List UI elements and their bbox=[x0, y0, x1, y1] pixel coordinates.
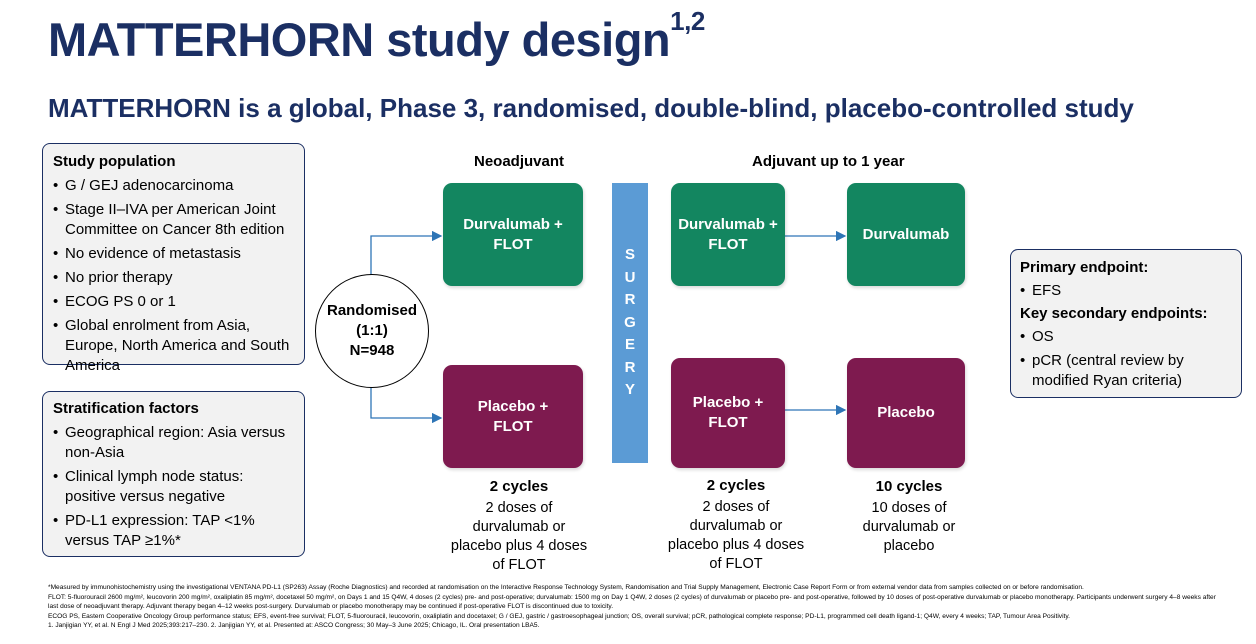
surgery-letter: Y bbox=[624, 381, 635, 399]
secondary-endpoint-item: pCR (central review by modified Ryan cri… bbox=[1020, 351, 1231, 391]
stratification-item: PD-L1 expression: TAP <1% versus TAP ≥1%… bbox=[53, 511, 294, 551]
study-population-item: G / GEJ adenocarcinoma bbox=[53, 176, 294, 196]
stratification-item: Geographical region: Asia versus non-Asi… bbox=[53, 423, 294, 463]
neo-durvalumab-flot-box: Durvalumab + FLOT bbox=[443, 183, 583, 286]
primary-endpoint-item: EFS bbox=[1020, 281, 1231, 301]
stratification-heading: Stratification factors bbox=[53, 400, 199, 417]
footnote-3: ECOG PS, Eastern Cooperative Oncology Gr… bbox=[48, 612, 1071, 620]
stratification-panel: Stratification factors Geographical regi… bbox=[42, 391, 305, 557]
page-subtitle: MATTERHORN is a global, Phase 3, randomi… bbox=[48, 93, 1134, 123]
neo-cycles: 2 cycles 2 doses of durvalumab or placeb… bbox=[450, 478, 588, 573]
adj-mono-cycles: 10 cycles 10 doses of durvalumab or plac… bbox=[862, 478, 956, 554]
surgery-letter: R bbox=[624, 358, 636, 376]
title-superscript: 1,2 bbox=[670, 6, 705, 36]
stratification-item: Clinical lymph node status: positive ver… bbox=[53, 467, 294, 507]
secondary-endpoint-list: OS pCR (central review by modified Ryan c… bbox=[1020, 327, 1231, 391]
adj-placebo-flot-box: Placebo + FLOT bbox=[671, 358, 785, 468]
study-population-heading: Study population bbox=[53, 153, 176, 170]
footnotes: *Measured by immunohistochemistry using … bbox=[48, 583, 1218, 631]
surgery-letter: E bbox=[624, 336, 635, 354]
arrow-to-durva-neo bbox=[370, 230, 443, 290]
adj-flot-cycles: 2 cycles 2 doses of durvalumab or placeb… bbox=[667, 477, 805, 572]
study-population-item: No evidence of metastasis bbox=[53, 244, 294, 264]
secondary-endpoint-heading: Key secondary endpoints: bbox=[1020, 305, 1208, 322]
page-title: MATTERHORN study design1,2 bbox=[48, 6, 705, 66]
primary-endpoint-heading: Primary endpoint: bbox=[1020, 259, 1149, 276]
surgery-letter: G bbox=[624, 313, 636, 331]
primary-endpoint-list: EFS bbox=[1020, 281, 1231, 301]
endpoints-panel: Primary endpoint: EFS Key secondary endp… bbox=[1010, 249, 1242, 398]
study-population-item: Global enrolment from Asia, Europe, Nort… bbox=[53, 316, 294, 376]
adjuvant-header: Adjuvant up to 1 year bbox=[752, 153, 905, 170]
study-population-list: G / GEJ adenocarcinomaStage II–IVA per A… bbox=[53, 176, 294, 376]
surgery-letter: S bbox=[624, 246, 635, 264]
adj-durvalumab-flot-box: Durvalumab + FLOT bbox=[671, 183, 785, 286]
surgery-letter: U bbox=[624, 268, 636, 286]
adj-durvalumab-box: Durvalumab bbox=[847, 183, 965, 286]
randomised-circle: Randomised (1:1) N=948 bbox=[315, 274, 429, 388]
surgery-letter: R bbox=[624, 291, 636, 309]
stratification-list: Geographical region: Asia versus non-Asi… bbox=[53, 423, 294, 551]
footnote-1: *Measured by immunohistochemistry using … bbox=[48, 584, 1084, 591]
study-population-item: No prior therapy bbox=[53, 268, 294, 288]
adj-placebo-box: Placebo bbox=[847, 358, 965, 468]
neoadjuvant-header: Neoadjuvant bbox=[474, 153, 565, 170]
study-population-item: ECOG PS 0 or 1 bbox=[53, 292, 294, 312]
footnote-4: 1. Janjigian YY, et al. N Engl J Med 202… bbox=[48, 622, 540, 630]
study-population-item: Stage II–IVA per American Joint Committe… bbox=[53, 200, 294, 240]
neo-placebo-flot-box: Placebo + FLOT bbox=[443, 365, 583, 468]
secondary-endpoint-item: OS bbox=[1020, 327, 1231, 347]
footnote-2: FLOT: 5-fluorouracil 2600 mg/m², leucovo… bbox=[48, 593, 1216, 611]
study-population-panel: Study population G / GEJ adenocarcinomaS… bbox=[42, 143, 305, 374]
